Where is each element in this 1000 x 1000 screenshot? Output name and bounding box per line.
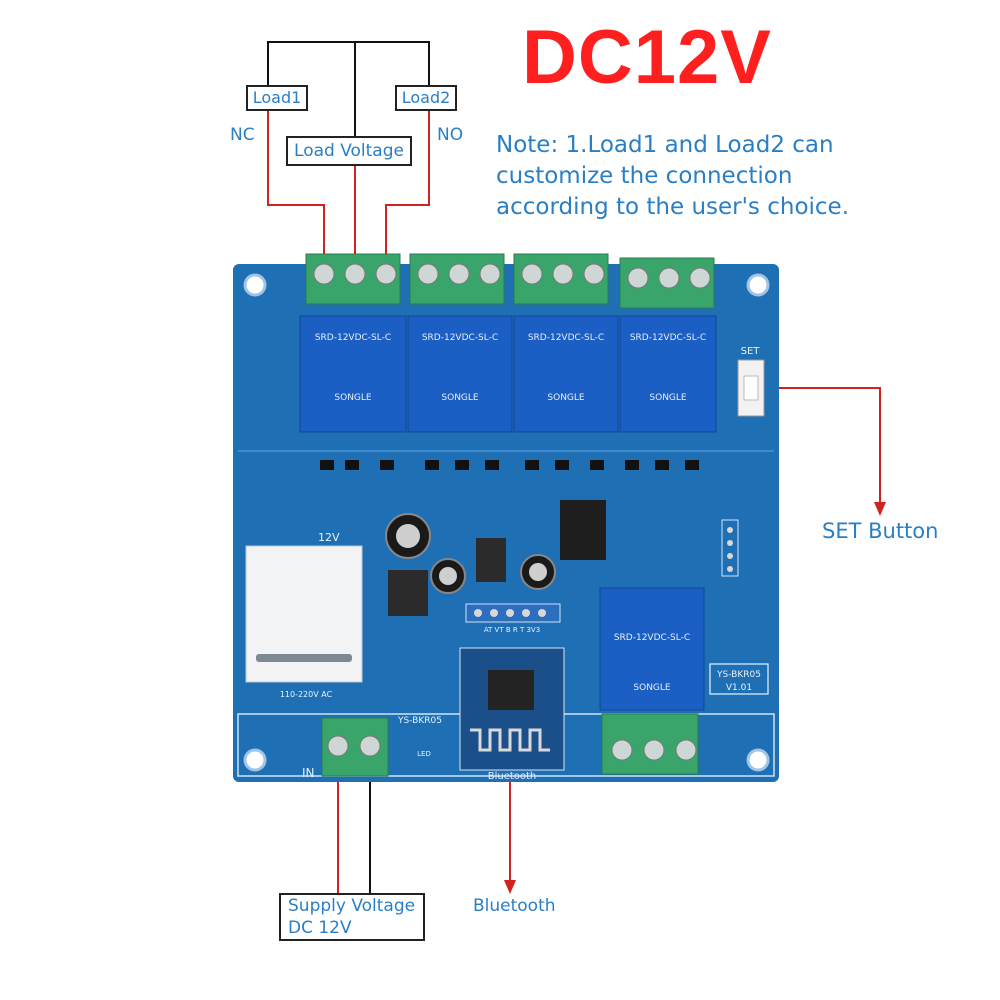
set-wire	[764, 387, 881, 502]
terminal-block-1	[305, 253, 401, 305]
relay-4-brand: SONGLE	[649, 393, 687, 403]
bt-silk: Bluetooth	[488, 771, 537, 782]
relay-3-brand: SONGLE	[547, 393, 585, 403]
relay-1-model: SRD-12VDC-SL-C	[315, 333, 391, 343]
model-box	[709, 663, 769, 695]
load-loop-wire	[267, 41, 430, 85]
title-dc12v: DC12V	[522, 15, 772, 100]
set-arrow	[874, 502, 886, 516]
mount-hole	[243, 273, 267, 297]
relay-4: SRD-12VDC-SL-C SONGLE	[619, 315, 717, 433]
led-silk: LED	[417, 750, 431, 758]
mount-hole	[746, 748, 770, 772]
note-line-3: according to the user's choice.	[496, 194, 850, 220]
supply-voltage-label: Supply Voltage DC 12V	[279, 893, 425, 941]
note-line-1: Note: 1.Load1 and Load2 can	[496, 132, 834, 158]
load-voltage-label: Load Voltage	[286, 136, 412, 166]
relay-5-model: SRD-12VDC-SL-C	[614, 633, 690, 643]
relay-2-brand: SONGLE	[441, 393, 479, 403]
terminal-block-5	[601, 713, 699, 775]
supply-line-1: Supply Voltage	[288, 896, 416, 916]
relay-4-model: SRD-12VDC-SL-C	[630, 333, 706, 343]
nc-wire	[267, 110, 325, 268]
module-silk: YS-BKR05	[397, 716, 442, 726]
relay-3: SRD-12VDC-SL-C SONGLE	[513, 315, 619, 433]
in-silk: IN	[302, 766, 315, 780]
supply-line-2: DC 12V	[288, 918, 352, 938]
load1-label: Load1	[246, 85, 308, 111]
note-line-2: customize the connection	[496, 163, 793, 189]
mount-hole	[746, 273, 770, 297]
relay-5: SRD-12VDC-SL-C SONGLE	[599, 587, 705, 711]
terminal-block-3	[513, 253, 609, 305]
relay-1: SRD-12VDC-SL-C SONGLE	[299, 315, 407, 433]
ic-chip	[560, 500, 606, 560]
regulator	[388, 570, 428, 616]
terminal-block-2	[409, 253, 505, 305]
set-button-label: SET Button	[822, 519, 939, 543]
power-input-terminal	[321, 717, 389, 777]
relay-3-model: SRD-12VDC-SL-C	[528, 333, 604, 343]
no-label: NO	[437, 125, 464, 145]
pin-silk: AT VT B R T 3V3	[484, 626, 540, 634]
version-silk: V1.01	[726, 683, 752, 693]
nc-label: NC	[230, 125, 255, 145]
mount-hole	[243, 748, 267, 772]
set-silk: SET	[741, 346, 761, 357]
model-silk: YS-BKR05	[716, 670, 761, 680]
regulator-2	[476, 538, 506, 582]
relay-2-model: SRD-12VDC-SL-C	[422, 333, 498, 343]
no-wire	[385, 110, 430, 268]
ac-silk: 110-220V AC	[280, 690, 333, 699]
bluetooth-arrow	[504, 880, 516, 894]
relay-1-brand: SONGLE	[334, 393, 372, 403]
relay-5-brand: SONGLE	[633, 683, 671, 693]
power-silk: 12V	[318, 531, 340, 544]
pcb-board: SRD-12VDC-SL-C SONGLE SRD-12VDC-SL-C SON…	[233, 253, 779, 782]
load2-label: Load2	[395, 85, 457, 111]
bluetooth-label: Bluetooth	[473, 896, 556, 916]
relay-2: SRD-12VDC-SL-C SONGLE	[407, 315, 513, 433]
terminal-block-4	[619, 257, 715, 309]
note-text: Note: 1.Load1 and Load2 can customize th…	[496, 130, 849, 223]
